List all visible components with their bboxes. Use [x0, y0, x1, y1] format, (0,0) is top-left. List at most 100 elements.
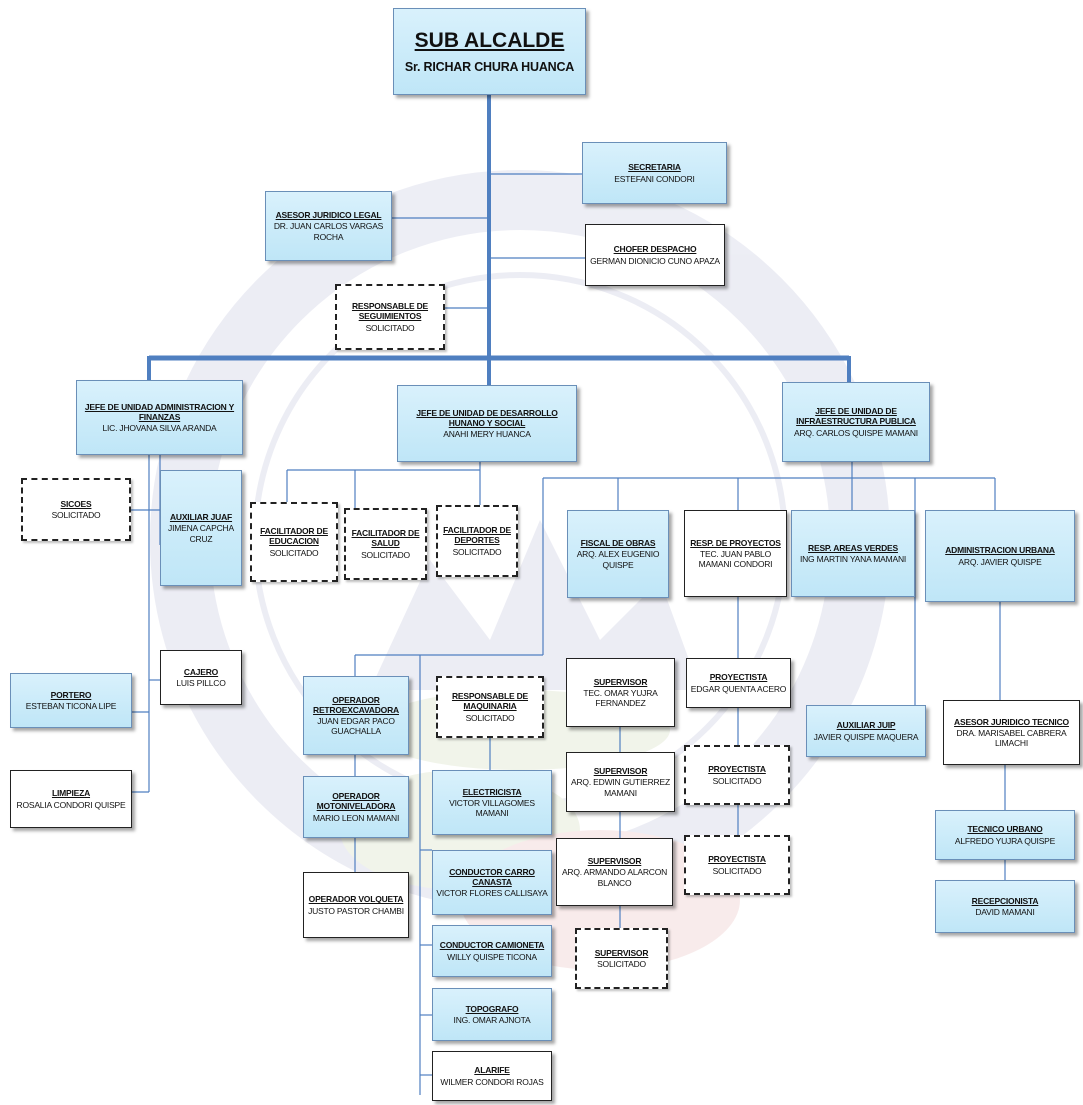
box-title: RESP. DE PROYECTOS — [690, 537, 781, 548]
resp-proyectos-box: RESP. DE PROYECTOS TEC. JUAN PABLO MAMAN… — [684, 510, 787, 597]
box-title: SUPERVISOR — [593, 766, 648, 777]
box-name: JUAN EDGAR PACO GUACHALLA — [317, 716, 395, 737]
box-name: SOLICITADO — [269, 547, 319, 558]
box-name: SOLICITADO — [712, 865, 762, 876]
box-title: ELECTRICISTA — [462, 786, 522, 797]
box-title: FACILITADOR DE SALUD — [351, 528, 420, 549]
supervisor-4-box: SUPERVISOR SOLICITADO — [575, 928, 668, 989]
box-name: JIMENA CAPCHA CRUZ — [168, 523, 234, 544]
fac-salud-box: FACILITADOR DE SALUD SOLICITADO — [344, 508, 427, 580]
box-name: LIC. JHOVANA SILVA ARANDA — [102, 423, 217, 434]
box-name: WILLY QUISPE TICONA — [447, 951, 537, 962]
tecnico-urbano-box: TECNICO URBANO ALFREDO YUJRA QUISPE — [935, 810, 1075, 860]
box-title: CONDUCTOR CAMIONETA — [439, 940, 545, 951]
box-name: DRA. MARISABEL CABRERA LIMACHI — [956, 727, 1067, 749]
supervisor-3-box: SUPERVISOR ARQ. ARMANDO ALARCON BLANCO — [556, 838, 673, 906]
box-name: JUSTO PASTOR CHAMBI — [308, 905, 404, 916]
auxiliar-juaf-box: AUXILIAR JUAF JIMENA CAPCHA CRUZ — [160, 470, 242, 586]
conductor-camioneta-box: CONDUCTOR CAMIONETA WILLY QUISPE TICONA — [432, 925, 552, 977]
portero-box: PORTERO ESTEBAN TICONA LIPE — [10, 673, 132, 728]
box-name: WILMER CONDORI ROJAS — [440, 1076, 544, 1087]
supervisor-2-box: SUPERVISOR ARQ. EDWIN GUTIERREZ MAMANI — [566, 752, 675, 812]
cajero-box: CAJERO LUIS PILLCO — [160, 650, 242, 705]
box-title: OPERADOR VOLQUETA — [308, 894, 404, 905]
box-name: ING. OMAR AJNOTA — [453, 1015, 531, 1025]
box-title: PORTERO — [50, 689, 92, 700]
chofer-box: CHOFER DESPACHO GERMAN DIONICIO CUNO APA… — [585, 224, 725, 286]
resp-maquinaria-box: RESPONSABLE DE MAQUINARIA SOLICITADO — [436, 676, 544, 738]
box-title: RESPONSABLE DE SEGUIMIENTOS — [351, 301, 429, 322]
limpieza-box: LIMPIEZA ROSALIA CONDORI QUISPE — [10, 770, 132, 828]
sub-alcalde-box: SUB ALCALDE Sr. RICHAR CHURA HUANCA — [393, 8, 586, 95]
box-name: JAVIER QUISPE MAQUERA — [813, 731, 919, 742]
box-name: Sr. RICHAR CHURA HUANCA — [404, 59, 575, 74]
jefe-social-box: JEFE DE UNIDAD DE DESARROLLO HUNANO Y SO… — [397, 385, 577, 462]
box-title: CONDUCTOR CARRO CANASTA — [449, 866, 535, 887]
box-title: SUPERVISOR — [594, 947, 649, 958]
box-title: TOPOGRAFO — [465, 1003, 519, 1014]
recepcionista-box: RECEPCIONISTA DAVID MAMANI — [935, 880, 1075, 933]
box-title: ALARIFE — [474, 1065, 510, 1076]
areas-verdes-box: RESP. AREAS VERDES ING MARTIN YANA MAMAN… — [791, 510, 915, 597]
box-title: JEFE DE UNIDAD ADMINISTRACION Y FINANZAS — [84, 401, 235, 422]
box-name: ARQ. JAVIER QUISPE — [958, 556, 1042, 567]
box-title: FACILITADOR DE EDUCACION — [260, 526, 328, 547]
box-title: ADMINISTRACION URBANA — [945, 545, 1055, 556]
box-title: OPERADOR MOTONIVELADORA — [316, 791, 396, 812]
box-title: JEFE DE UNIDAD DE INFRAESTRUCTURA PUBLIC… — [796, 406, 916, 427]
box-name: ARQ. ARMANDO ALARCON BLANCO — [561, 867, 668, 888]
box-title: CHOFER DESPACHO — [613, 244, 697, 255]
box-name: ESTEFANI CONDORI — [614, 173, 695, 184]
box-title: PROYECTISTA — [708, 854, 766, 865]
op-volqueta-box: OPERADOR VOLQUETA JUSTO PASTOR CHAMBI — [303, 872, 409, 938]
box-name: SOLICITADO — [51, 510, 101, 520]
box-name: MARIO LEON MAMANI — [312, 812, 400, 823]
box-title: ASESOR JURIDICO TECNICO — [954, 716, 1069, 727]
box-name: SOLICITADO — [365, 322, 415, 333]
op-retro-box: OPERADOR RETROEXCAVADORA JUAN EDGAR PACO… — [303, 676, 409, 755]
box-name: ARQ. CARLOS QUISPE MAMANI — [794, 427, 918, 438]
box-name: LUIS PILLCO — [176, 678, 226, 688]
box-title: JEFE DE UNIDAD DE DESARROLLO HUNANO Y SO… — [416, 407, 558, 428]
box-title: SUPERVISOR — [593, 676, 648, 687]
box-title: SUB ALCALDE — [414, 29, 565, 53]
box-title: AUXILIAR JUIP — [836, 720, 896, 731]
box-title: LIMPIEZA — [51, 788, 91, 799]
box-name: SOLICITADO — [361, 549, 410, 560]
box-name: SOLICITADO — [452, 546, 502, 557]
admin-urbana-box: ADMINISTRACION URBANA ARQ. JAVIER QUISPE — [925, 510, 1075, 602]
asesor-legal-box: ASESOR JURIDICO LEGAL DR. JUAN CARLOS VA… — [265, 191, 392, 261]
box-name: GERMAN DIONICIO CUNO APAZA — [590, 255, 720, 266]
auxiliar-juip-box: AUXILIAR JUIP JAVIER QUISPE MAQUERA — [806, 705, 926, 757]
fac-deportes-box: FACILITADOR DE DEPORTES SOLICITADO — [436, 505, 518, 577]
seguimientos-box: RESPONSABLE DE SEGUIMIENTOS SOLICITADO — [335, 284, 445, 350]
op-moto-box: OPERADOR MOTONIVELADORA MARIO LEON MAMAN… — [303, 776, 409, 838]
box-name: SOLICITADO — [712, 775, 762, 786]
supervisor-1-box: SUPERVISOR TEC. OMAR YUJRA FERNANDEZ — [566, 658, 675, 727]
box-name: ANAHI MERY HUANCA — [443, 429, 531, 440]
box-name: VICTOR VILLAGOMES MAMANI — [449, 797, 535, 819]
electricista-box: ELECTRICISTA VICTOR VILLAGOMES MAMANI — [432, 770, 552, 835]
box-title: PROYECTISTA — [708, 764, 766, 775]
box-title: RESP. AREAS VERDES — [808, 542, 898, 553]
box-title: ASESOR JURIDICO LEGAL — [275, 210, 382, 221]
alarife-box: ALARIFE WILMER CONDORI ROJAS — [432, 1051, 552, 1101]
box-name: ALFREDO YUJRA QUISPE — [954, 835, 1056, 846]
proyectista-3-box: PROYECTISTA SOLICITADO — [684, 835, 790, 895]
box-title: RESPONSABLE DE MAQUINARIA — [451, 691, 529, 712]
box-name: ROSALIA CONDORI QUISPE — [16, 799, 126, 810]
box-name: SOLICITADO — [465, 712, 515, 723]
box-name: ING MARTIN YANA MAMANI — [799, 554, 907, 564]
box-name: EDGAR QUENTA ACERO — [690, 683, 787, 694]
box-title: SECRETARIA — [628, 162, 681, 173]
box-title: RECEPCIONISTA — [971, 895, 1039, 906]
box-title: OPERADOR RETROEXCAVADORA — [313, 694, 399, 715]
box-title: TECNICO URBANO — [967, 824, 1043, 835]
box-title: PROYECTISTA — [709, 672, 768, 683]
box-name: ARQ. ALEX EUGENIO QUISPE — [576, 549, 660, 570]
box-title: FISCAL DE OBRAS — [580, 538, 656, 549]
fiscal-obras-box: FISCAL DE OBRAS ARQ. ALEX EUGENIO QUISPE — [567, 510, 669, 598]
box-name: TEC. JUAN PABLO MAMANI CONDORI — [698, 548, 773, 570]
box-name: VICTOR FLORES CALLISAYA — [436, 888, 548, 899]
